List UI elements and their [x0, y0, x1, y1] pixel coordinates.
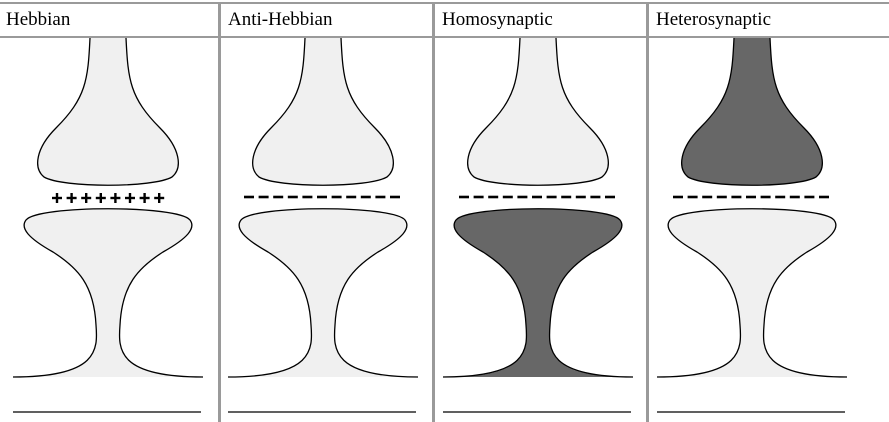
postsynaptic-terminal-fill: [662, 209, 842, 377]
presynaptic-terminal-fill: [38, 38, 179, 185]
postsynaptic-terminal-fill: [233, 209, 413, 377]
presynaptic-terminal-fill: [253, 38, 394, 185]
postsynaptic-terminal-fill: [18, 209, 198, 377]
presynaptic-terminal-fill: [682, 38, 823, 185]
postsynaptic-terminal-fill: [448, 209, 628, 377]
presynaptic-terminal-fill: [468, 38, 609, 185]
